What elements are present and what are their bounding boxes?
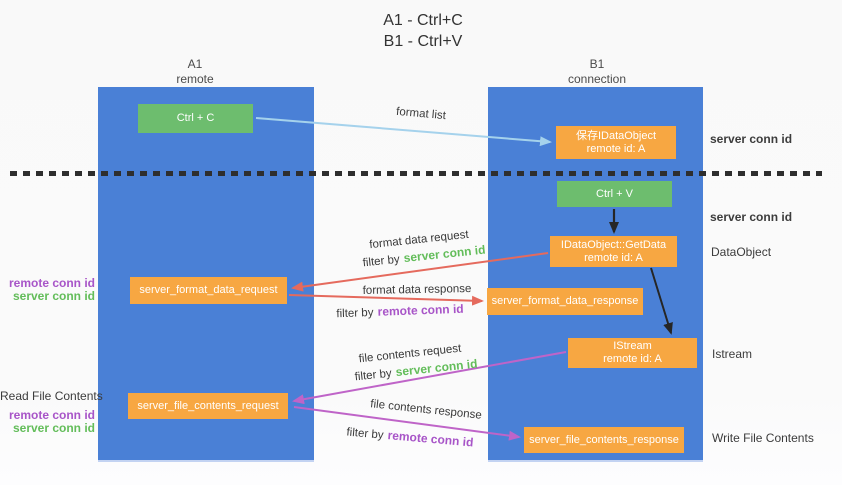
ctrl-v-label: Ctrl + V: [596, 187, 633, 200]
remote-conn-id-annotation: remote conn id: [8, 408, 95, 422]
server-file-contents-response-label: server_file_contents_response: [529, 433, 679, 446]
node-server-format-data-response: server_format_data_response: [487, 288, 643, 315]
node-server-file-contents-request: server_file_contents_request: [128, 393, 288, 419]
istream-annotation: Istream: [712, 347, 753, 361]
server-conn-id-annotation: server conn id: [12, 289, 95, 303]
istream-line2: remote id: A: [603, 353, 662, 365]
format-list-label: format list: [395, 105, 447, 123]
node-idataobject-getdata: IDataObject::GetData remote id: A: [550, 236, 677, 267]
node-istream: IStream remote id: A: [568, 338, 697, 368]
session-separator-dotted-line: [10, 171, 822, 176]
format-data-response-label: format data response: [362, 283, 472, 297]
ctrl-c-label: Ctrl + C: [176, 112, 215, 124]
conn-id-annotation-left-1: remote conn id server conn id: [0, 277, 95, 303]
column-header-a1: A1 remote: [176, 57, 213, 87]
filter-by-text: filter by: [345, 426, 384, 442]
column-a1-subtitle: remote: [176, 72, 214, 86]
write-file-contents-annotation: Write File Contents: [712, 431, 814, 445]
file-contents-response-label: file contents response: [369, 398, 483, 422]
read-file-contents-annotation: Read File Contents: [0, 389, 103, 403]
title-line-1: A1 - Ctrl+C: [383, 12, 463, 29]
server-conn-id-annotation-mid: server conn id: [710, 210, 793, 224]
getdata-line1: IDataObject::GetData: [560, 238, 667, 251]
filter-by-remote-conn-id-label-2: filter by remote conn id: [346, 424, 474, 449]
dataobject-annotation: DataObject: [711, 245, 772, 259]
server-file-contents-request-label: server_file_contents_request: [137, 399, 279, 412]
remote-conn-id-text: remote conn id: [377, 301, 464, 319]
save-idataobject-line2: remote id: A: [586, 142, 646, 155]
save-idataobject-line1: 保存IDataObject: [575, 129, 657, 142]
remote-conn-id-text: remote conn id: [387, 428, 475, 450]
filter-by-text: filter by: [354, 367, 393, 384]
istream-line1: IStream: [613, 340, 652, 352]
node-save-idataobject: 保存IDataObject remote id: A: [556, 126, 676, 159]
conn-id-annotation-left-2: remote conn id server conn id: [0, 409, 95, 435]
server-format-data-request-label: server_format_data_request: [139, 284, 278, 296]
filter-by-text: filter by: [362, 253, 401, 270]
column-b1-name: B1: [589, 57, 605, 71]
column-b1-subtitle: connection: [567, 72, 627, 86]
title-line-2: B1 - Ctrl+V: [383, 33, 463, 50]
column-a1-name: A1: [187, 57, 203, 71]
page-title: A1 - Ctrl+C B1 - Ctrl+V: [383, 10, 463, 52]
server-format-data-response-label: server_format_data_response: [491, 295, 639, 307]
node-server-format-data-request: server_format_data_request: [130, 277, 287, 304]
filter-by-remote-conn-id-label-1: filter by remote conn id: [336, 302, 464, 320]
node-ctrl-c: Ctrl + C: [138, 104, 253, 133]
getdata-line2: remote id: A: [584, 251, 643, 264]
node-ctrl-v: Ctrl + V: [557, 181, 672, 207]
column-header-b1: B1 connection: [568, 57, 626, 87]
server-conn-id-annotation: server conn id: [12, 421, 95, 435]
remote-conn-id-annotation: remote conn id: [8, 276, 95, 290]
filter-by-text: filter by: [336, 306, 374, 321]
server-conn-id-annotation-top: server conn id: [710, 132, 793, 146]
node-server-file-contents-response: server_file_contents_response: [524, 427, 684, 453]
